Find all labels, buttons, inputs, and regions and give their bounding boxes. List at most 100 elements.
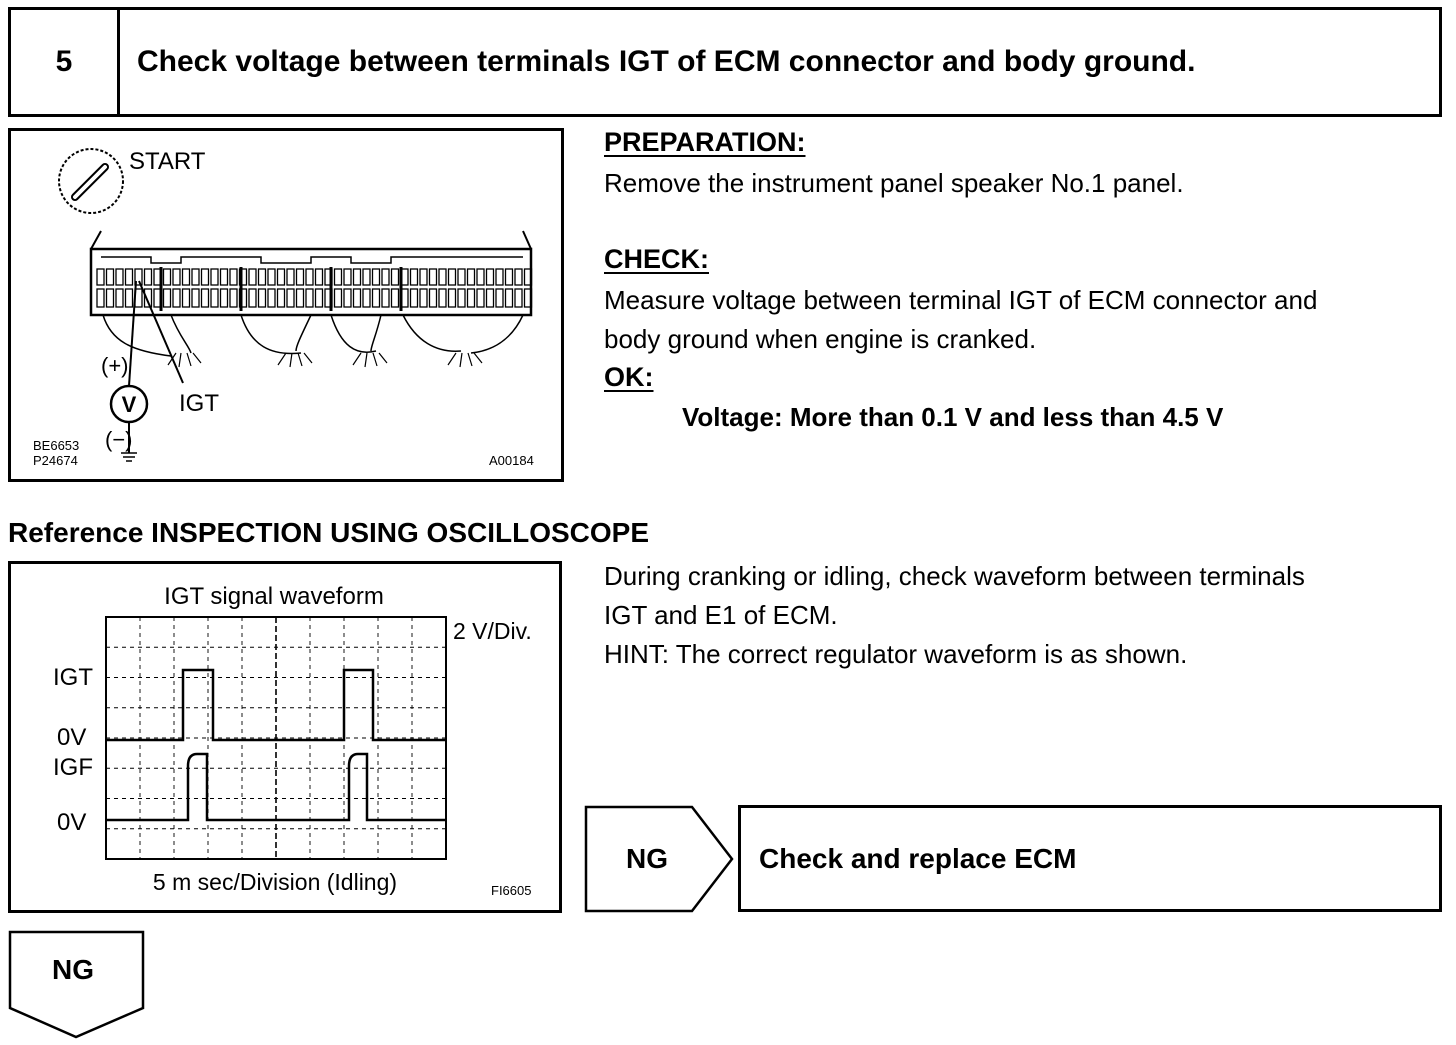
connector-pin xyxy=(419,288,428,308)
igf-trace xyxy=(106,752,446,822)
connector-pin xyxy=(485,288,495,308)
connector-pin xyxy=(219,288,229,308)
connector-pins-upper xyxy=(96,268,533,286)
zero-volt-bottom-label: 0V xyxy=(57,809,86,836)
connector-pin xyxy=(96,288,105,308)
connector-pin xyxy=(248,288,257,308)
ecm-connector xyxy=(89,230,533,368)
connector-diagram: START xyxy=(8,128,564,482)
connector-pin xyxy=(466,268,476,286)
connector-pin xyxy=(419,268,428,286)
ng-arrow-right-shape xyxy=(584,805,734,913)
reference-heading: Reference INSPECTION USING OSCILLOSCOPE xyxy=(8,517,650,548)
preparation-text: Remove the instrument panel speaker No.1… xyxy=(604,168,1184,198)
connector-pin xyxy=(343,268,352,286)
connector-pin xyxy=(248,268,257,286)
connector-pin xyxy=(514,268,523,286)
waveform-title: IGT signal waveform xyxy=(164,583,384,610)
connector-pin xyxy=(523,268,533,286)
voltmeter-label: V xyxy=(122,392,137,417)
connector-pin xyxy=(447,288,457,308)
connector-pin xyxy=(191,268,200,286)
connector-pin xyxy=(390,268,400,286)
connector-pin xyxy=(181,288,191,308)
connector-pin xyxy=(333,288,343,308)
reference-text-line-2: IGT and E1 of ECM. xyxy=(604,600,838,630)
connector-pin xyxy=(428,288,438,308)
check-text-line-1: Measure voltage between terminal IGT of … xyxy=(604,285,1318,315)
connector-pin xyxy=(495,288,504,308)
igt-axis-label: IGT xyxy=(53,664,93,691)
ng-arrow-right[interactable]: NG xyxy=(584,805,736,913)
connector-diagram-svg: START xyxy=(33,148,534,468)
connector-pin xyxy=(124,268,134,286)
oscilloscope-svg: IGT signal waveform 2 V/Div. IGT 0V IGF … xyxy=(53,583,532,898)
connector-pin xyxy=(134,268,143,286)
connector-pin xyxy=(362,288,371,308)
connector-pin xyxy=(267,288,276,308)
connector-pin xyxy=(504,268,514,286)
connector-pin xyxy=(476,288,485,308)
connector-pin xyxy=(409,268,419,286)
connector-pin xyxy=(314,268,324,286)
connector-pin xyxy=(191,288,200,308)
connector-pin xyxy=(381,288,390,308)
connector-pin xyxy=(257,268,267,286)
waveform-code: FI6605 xyxy=(491,883,531,898)
ng-arrow-down[interactable]: NG xyxy=(8,930,146,1040)
check-text-line-2: body ground when engine is cranked. xyxy=(604,324,1037,354)
connector-pin xyxy=(333,268,343,286)
connector-pin xyxy=(466,288,476,308)
connector-pin xyxy=(143,288,153,308)
connector-pin xyxy=(96,268,105,286)
connector-pin xyxy=(210,288,219,308)
connector-pin xyxy=(314,288,324,308)
connector-pin xyxy=(485,268,495,286)
hint-text: HINT: The correct regulator waveform is … xyxy=(604,639,1188,669)
ng-right-label: NG xyxy=(626,843,668,874)
ng-action-text: Check and replace ECM xyxy=(759,842,1077,874)
connector-pin xyxy=(200,268,210,286)
step-header: 5 Check voltage between terminals IGT of… xyxy=(8,7,1442,117)
connector-pin xyxy=(276,268,286,286)
connector-pin xyxy=(172,288,181,308)
connector-pin xyxy=(381,268,390,286)
zero-volt-top-label: 0V xyxy=(57,724,86,751)
connector-pin xyxy=(362,268,371,286)
ground-icon xyxy=(121,452,137,462)
oscilloscope-diagram: IGT signal waveform 2 V/Div. IGT 0V IGF … xyxy=(8,561,562,913)
plus-label: (+) xyxy=(101,353,129,378)
igt-trace xyxy=(106,668,446,742)
connector-pin xyxy=(390,288,400,308)
igf-axis-label: IGF xyxy=(53,754,93,781)
time-scale-label: 5 m sec/Division (Idling) xyxy=(153,869,397,895)
connector-pin xyxy=(476,268,485,286)
connector-pin xyxy=(343,288,352,308)
connector-pin xyxy=(162,288,172,308)
connector-pin xyxy=(276,288,286,308)
connector-pin xyxy=(438,268,447,286)
connector-pin xyxy=(457,268,466,286)
connector-pin xyxy=(438,288,447,308)
figure-code-right: A00184 xyxy=(489,453,534,468)
preparation-label: PREPARATION: xyxy=(604,127,806,157)
check-label: CHECK: xyxy=(604,244,709,274)
ng-arrow-down-shape xyxy=(8,930,145,1039)
figure-code-2: P24674 xyxy=(33,453,78,468)
connector-pin xyxy=(409,288,419,308)
connector-pin xyxy=(305,288,314,308)
connector-pin xyxy=(286,268,295,286)
minus-label: (−) xyxy=(105,427,133,452)
connector-pin xyxy=(295,288,305,308)
connector-pin xyxy=(105,268,115,286)
connector-pins-lower xyxy=(96,288,533,308)
connector-pin xyxy=(286,288,295,308)
ok-spec: Voltage: More than 0.1 V and less than 4… xyxy=(682,402,1224,432)
connector-pin xyxy=(504,288,514,308)
connector-pin xyxy=(352,288,362,308)
connector-pin xyxy=(115,268,124,286)
step-title: Check voltage between terminals IGT of E… xyxy=(137,45,1196,78)
connector-pin xyxy=(105,288,115,308)
step-number: 5 xyxy=(11,10,120,114)
connector-pin xyxy=(219,268,229,286)
